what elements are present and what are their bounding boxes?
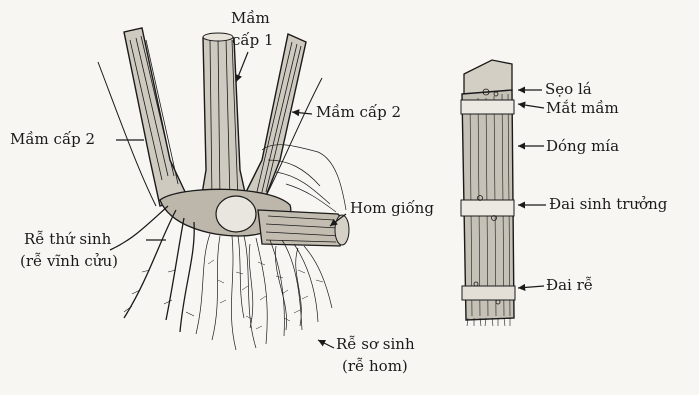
sugarcane-stalk-drawing <box>461 60 515 326</box>
label-re-so-sinh-line1: Rễ sơ sinh <box>336 336 415 353</box>
label-re-thu-sinh-line2: (rễ vĩnh cửu) <box>20 253 118 270</box>
arrow-mam-cap2-right <box>292 112 312 114</box>
label-dai-sinh-truong: Đai sinh trưởng <box>549 196 667 213</box>
label-re-so-sinh-line2: (rễ hom) <box>342 358 408 375</box>
label-re-thu-sinh-line1: Rễ thứ sinh <box>24 231 111 248</box>
label-mat-mam: Mắt mầm <box>546 100 619 117</box>
arrow-re-so-sinh <box>318 340 334 348</box>
arrow-mat-mam <box>518 104 544 108</box>
label-dai-re: Đai rễ <box>546 277 593 294</box>
label-mam-cap1-line1: Mầm <box>231 10 270 27</box>
arrow-mam-cap1 <box>236 52 248 82</box>
label-mam-cap2-right: Mầm cấp 2 <box>316 104 401 121</box>
label-mam-cap1-line2: cấp 1 <box>232 32 274 49</box>
arrow-dai-re <box>518 286 544 288</box>
sprouting-plant-drawing <box>98 28 349 350</box>
label-dong-mia: Dóng mía <box>546 138 619 155</box>
label-hom-giong: Hom giống <box>350 200 434 217</box>
label-mam-cap2-left: Mầm cấp 2 <box>10 131 95 148</box>
label-seo-la: Sẹo lá <box>545 81 592 98</box>
